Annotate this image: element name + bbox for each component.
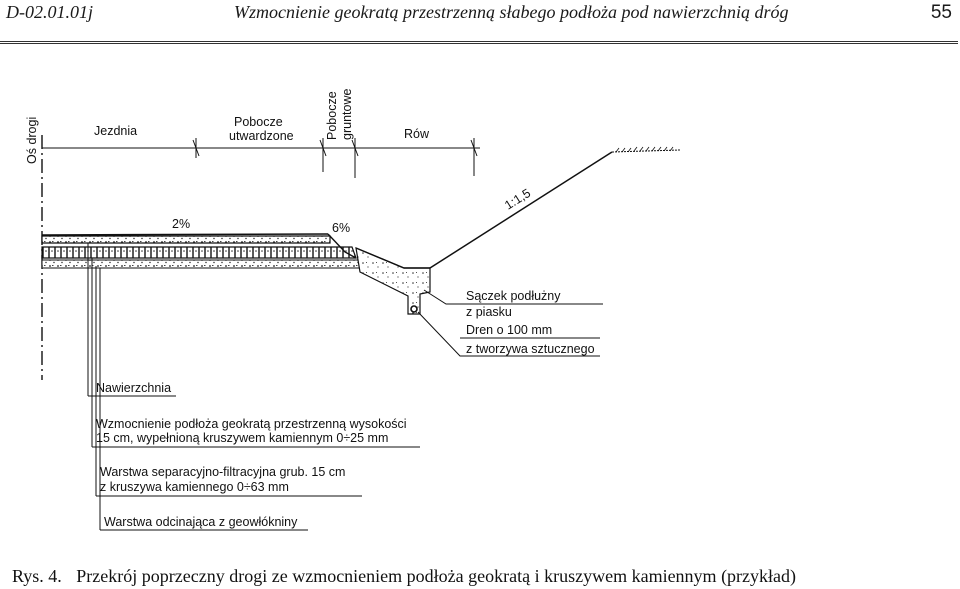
figure-caption: Rys. 4. Przekrój poprzeczny drogi ze wzm… bbox=[12, 566, 796, 587]
document-code: D-02.01.01j bbox=[6, 2, 93, 22]
drain-label-line3: Dren o 100 mm bbox=[466, 323, 552, 337]
dimension-ticks bbox=[192, 138, 478, 178]
ditch-bottom bbox=[355, 247, 430, 269]
drain-leader-lower bbox=[417, 311, 600, 357]
axis-label: Oś drogi bbox=[25, 117, 39, 164]
terrain-hatch bbox=[615, 146, 674, 153]
ditch-backslope bbox=[429, 151, 613, 269]
pavement-surface-layer bbox=[41, 235, 331, 244]
layer-geotextile-label: Warstwa odcinająca z geowłókniny bbox=[104, 515, 298, 529]
page-number: 55 bbox=[930, 2, 952, 23]
paved-shoulder-label-line1: Pobocze bbox=[234, 115, 283, 129]
layer-geocell-label-line2: 15 cm, wypełnioną kruszywem kamiennym 0÷… bbox=[96, 431, 388, 445]
soil-shoulder-label-line1: Pobocze bbox=[325, 91, 339, 140]
layer-separation-label-line1: Warstwa separacyjno-filtracyjna grub. 15… bbox=[100, 465, 345, 479]
drain-label-line1: Sączek podłużny bbox=[466, 289, 561, 303]
slope-ratio-label: 1:1,5 bbox=[502, 186, 533, 213]
shoulder-slope bbox=[327, 233, 357, 259]
drain-pipe bbox=[410, 305, 418, 313]
caption-number: Rys. 4. bbox=[12, 566, 62, 586]
drain-label-line2: z piasku bbox=[466, 305, 512, 319]
grade-carriageway-label: 2% bbox=[172, 217, 190, 231]
drain-trench bbox=[355, 247, 431, 315]
pavement-top-line bbox=[41, 233, 329, 236]
header-rule-secondary bbox=[0, 43, 958, 44]
grade-shoulder-label: 6% bbox=[332, 221, 350, 235]
carriageway-label: Jezdnia bbox=[94, 124, 137, 138]
paved-shoulder-label-line2: utwardzone bbox=[229, 129, 294, 143]
soil-shoulder-label-line2: gruntowe bbox=[340, 89, 354, 140]
layer-geocell-label-line1: Wzmocnienie podłoża geokratą przestrzenn… bbox=[96, 417, 407, 431]
geocell-layer bbox=[41, 246, 357, 259]
layer-separation-label-line2: z kruszywa kamiennego 0÷63 mm bbox=[100, 480, 289, 494]
document-title: Wzmocnienie geokratą przestrzenną słabeg… bbox=[234, 2, 789, 22]
drain-leader-upper bbox=[423, 289, 603, 305]
separation-layer bbox=[41, 259, 363, 269]
drain-label-line4: z tworzywa sztucznego bbox=[466, 342, 595, 356]
layer-surface-label: Nawierzchnia bbox=[96, 381, 171, 395]
ditch-label: Rów bbox=[404, 127, 430, 141]
header-rule bbox=[0, 41, 958, 42]
caption-text: Przekrój poprzeczny drogi ze wzmocnienie… bbox=[76, 566, 797, 586]
